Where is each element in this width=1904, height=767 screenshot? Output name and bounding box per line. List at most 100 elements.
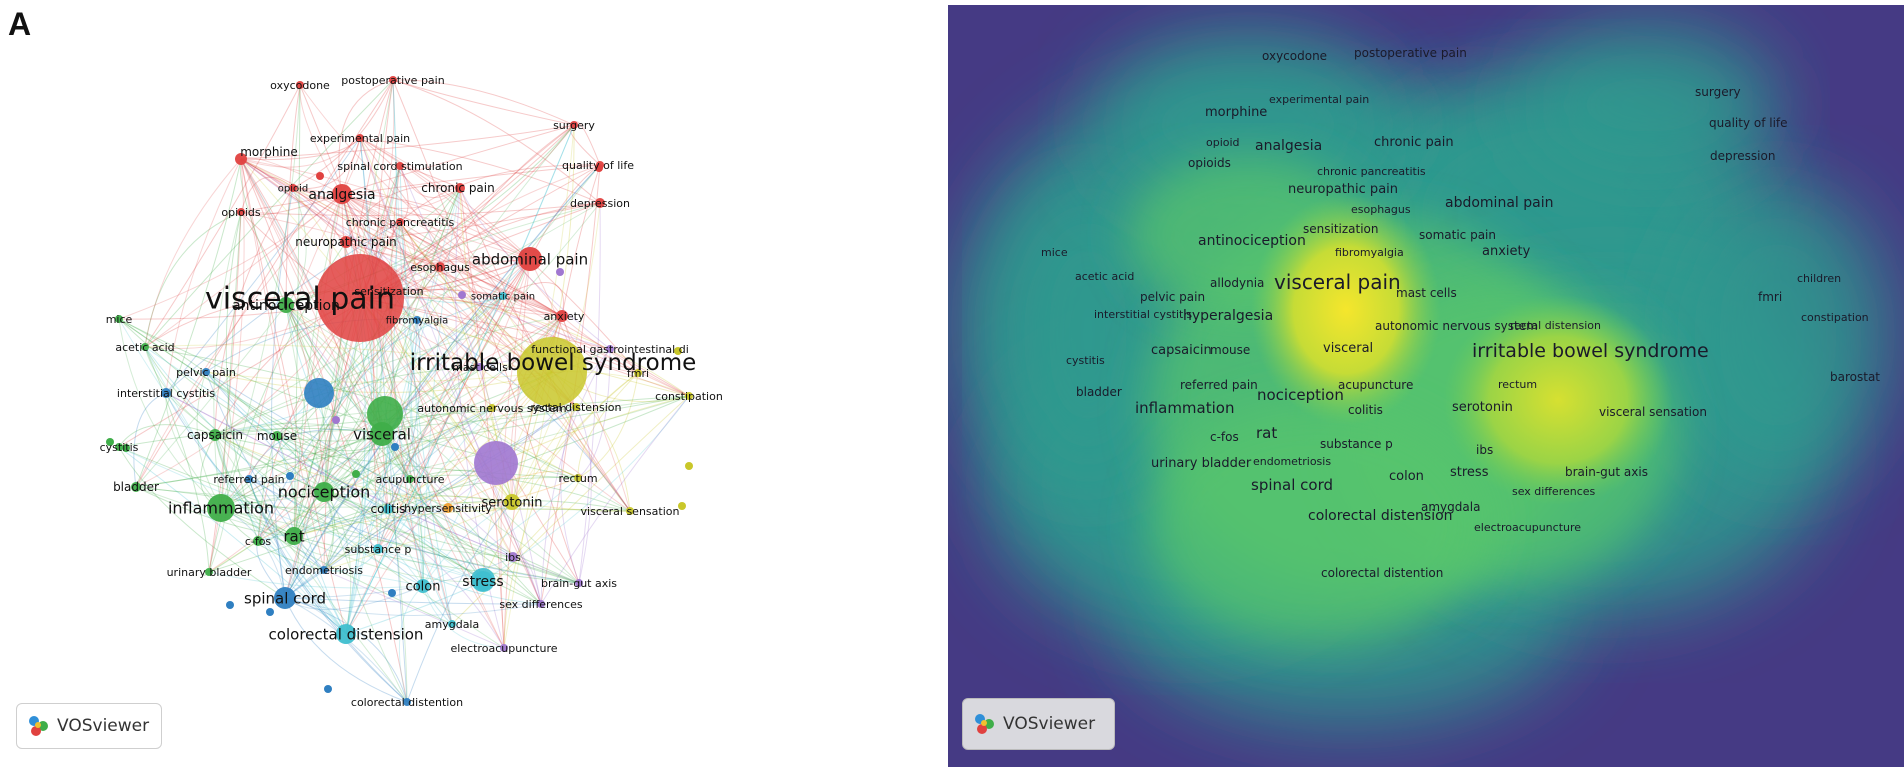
network-edge xyxy=(144,346,424,587)
node-label-functional-gastrointestinal-di: functional gastrointestinal di xyxy=(531,343,689,356)
node-opioid xyxy=(289,184,297,192)
network-edge xyxy=(299,84,484,582)
network-edge xyxy=(240,193,343,216)
network-edge xyxy=(575,406,592,584)
network-edge xyxy=(359,137,553,373)
node-label-opioid: opioid xyxy=(278,184,309,195)
node-serotonin xyxy=(504,494,520,510)
network-edge xyxy=(529,164,601,260)
node-label-brain-gut-axis: brain-gut axis xyxy=(541,577,617,590)
network-edge xyxy=(381,433,542,605)
density-label-colitis: colitis xyxy=(1348,403,1383,417)
network-edge xyxy=(381,315,563,435)
density-label-somatic-pain: somatic pain xyxy=(1419,228,1496,242)
network-edge xyxy=(208,211,242,573)
network-edge xyxy=(118,318,278,437)
network-edge xyxy=(359,297,631,512)
network-edge xyxy=(220,295,504,509)
node-interstitial-cystitis xyxy=(161,388,171,398)
network-edge xyxy=(399,165,453,625)
network-edge xyxy=(377,548,484,582)
network-edge xyxy=(359,137,580,584)
density-label-quality-of-life: quality of life xyxy=(1709,116,1788,130)
node-cystitis xyxy=(115,443,123,451)
network-edge xyxy=(220,84,301,509)
network-edge xyxy=(482,372,639,582)
network-edge xyxy=(399,165,542,605)
node-capsaicin xyxy=(209,429,221,441)
network-edge xyxy=(422,187,461,587)
node-label-visceral: visceral xyxy=(353,425,411,443)
network-edge xyxy=(292,187,563,317)
network-edge xyxy=(248,478,286,599)
vosviewer-badge-b: VOSviewer xyxy=(962,698,1115,750)
network-edge xyxy=(220,507,453,625)
network-edge xyxy=(240,137,361,161)
network-edge xyxy=(118,446,580,584)
network-edge xyxy=(285,304,411,480)
network-edge xyxy=(220,493,513,509)
node-label-c-fos: c-fos xyxy=(245,535,272,548)
network-edge xyxy=(208,571,424,589)
network-edge xyxy=(214,434,505,649)
network-edge xyxy=(240,158,553,373)
network-edge xyxy=(240,137,361,168)
density-label-inflammation: inflammation xyxy=(1135,399,1234,417)
node-minor xyxy=(556,268,564,276)
network-edge xyxy=(165,158,242,394)
node-label-fmri: fmri xyxy=(627,367,649,380)
network-edge xyxy=(341,193,542,605)
network-edge xyxy=(293,366,481,537)
node-amygdala xyxy=(448,620,456,628)
density-label-acupuncture: acupuncture xyxy=(1338,378,1413,392)
density-label-opioids: opioids xyxy=(1188,156,1231,170)
network-edge xyxy=(341,193,631,512)
node-label-visceral-pain: visceral pain xyxy=(205,282,395,317)
density-label-endometriosis: endometriosis xyxy=(1253,455,1331,468)
network-edge xyxy=(447,477,579,509)
node-postoperative-pain xyxy=(389,76,397,84)
network-edge xyxy=(240,158,441,268)
network-edge xyxy=(323,501,513,571)
node-hypersensitivity xyxy=(443,503,453,513)
node-label-inflammation: inflammation xyxy=(168,499,274,518)
node-label-hypersensitivity: hypersensitivity xyxy=(404,502,492,515)
network-edge xyxy=(118,446,347,635)
node-somatic-pain xyxy=(499,292,507,300)
node-rectal-distension xyxy=(572,403,580,411)
node-label-colorectal-distension: colorectal distension xyxy=(269,625,424,643)
node-label-chronic-pain: chronic pain xyxy=(421,181,494,195)
network-edge xyxy=(439,266,639,374)
network-edge xyxy=(214,187,294,436)
density-label-chronic-pancreatitis: chronic pancreatitis xyxy=(1317,165,1426,178)
network-edge xyxy=(285,304,631,512)
network-edge xyxy=(323,548,379,572)
network-edge xyxy=(323,491,484,582)
network-edge xyxy=(577,348,611,479)
node-ibs xyxy=(508,552,518,562)
network-edge xyxy=(205,371,553,383)
density-label-serotonin: serotonin xyxy=(1452,400,1513,415)
vosviewer-badge-a: VOSviewer xyxy=(16,703,162,749)
density-label-fibromyalgia: fibromyalgia xyxy=(1335,246,1404,259)
node-minor xyxy=(685,462,693,470)
density-label-electroacupuncture: electroacupuncture xyxy=(1474,521,1581,534)
network-edge xyxy=(345,266,441,635)
node-minor xyxy=(122,444,130,452)
node-cluster-blue xyxy=(304,378,334,408)
density-label-barostat: barostat xyxy=(1830,370,1880,384)
density-label-stress: stress xyxy=(1450,465,1489,480)
network-edge xyxy=(377,548,542,605)
network-edge xyxy=(240,158,531,260)
network-edge xyxy=(341,193,531,260)
network-edge xyxy=(345,258,531,635)
node-label-mice: mice xyxy=(106,313,133,326)
network-edge xyxy=(345,124,575,635)
network-edge xyxy=(459,187,505,649)
network-edge xyxy=(323,491,352,635)
network-edge xyxy=(284,164,601,599)
node-label-rectum: rectum xyxy=(558,472,597,485)
network-edge xyxy=(118,318,325,493)
network-edge xyxy=(292,79,394,189)
network-edge xyxy=(144,211,242,348)
